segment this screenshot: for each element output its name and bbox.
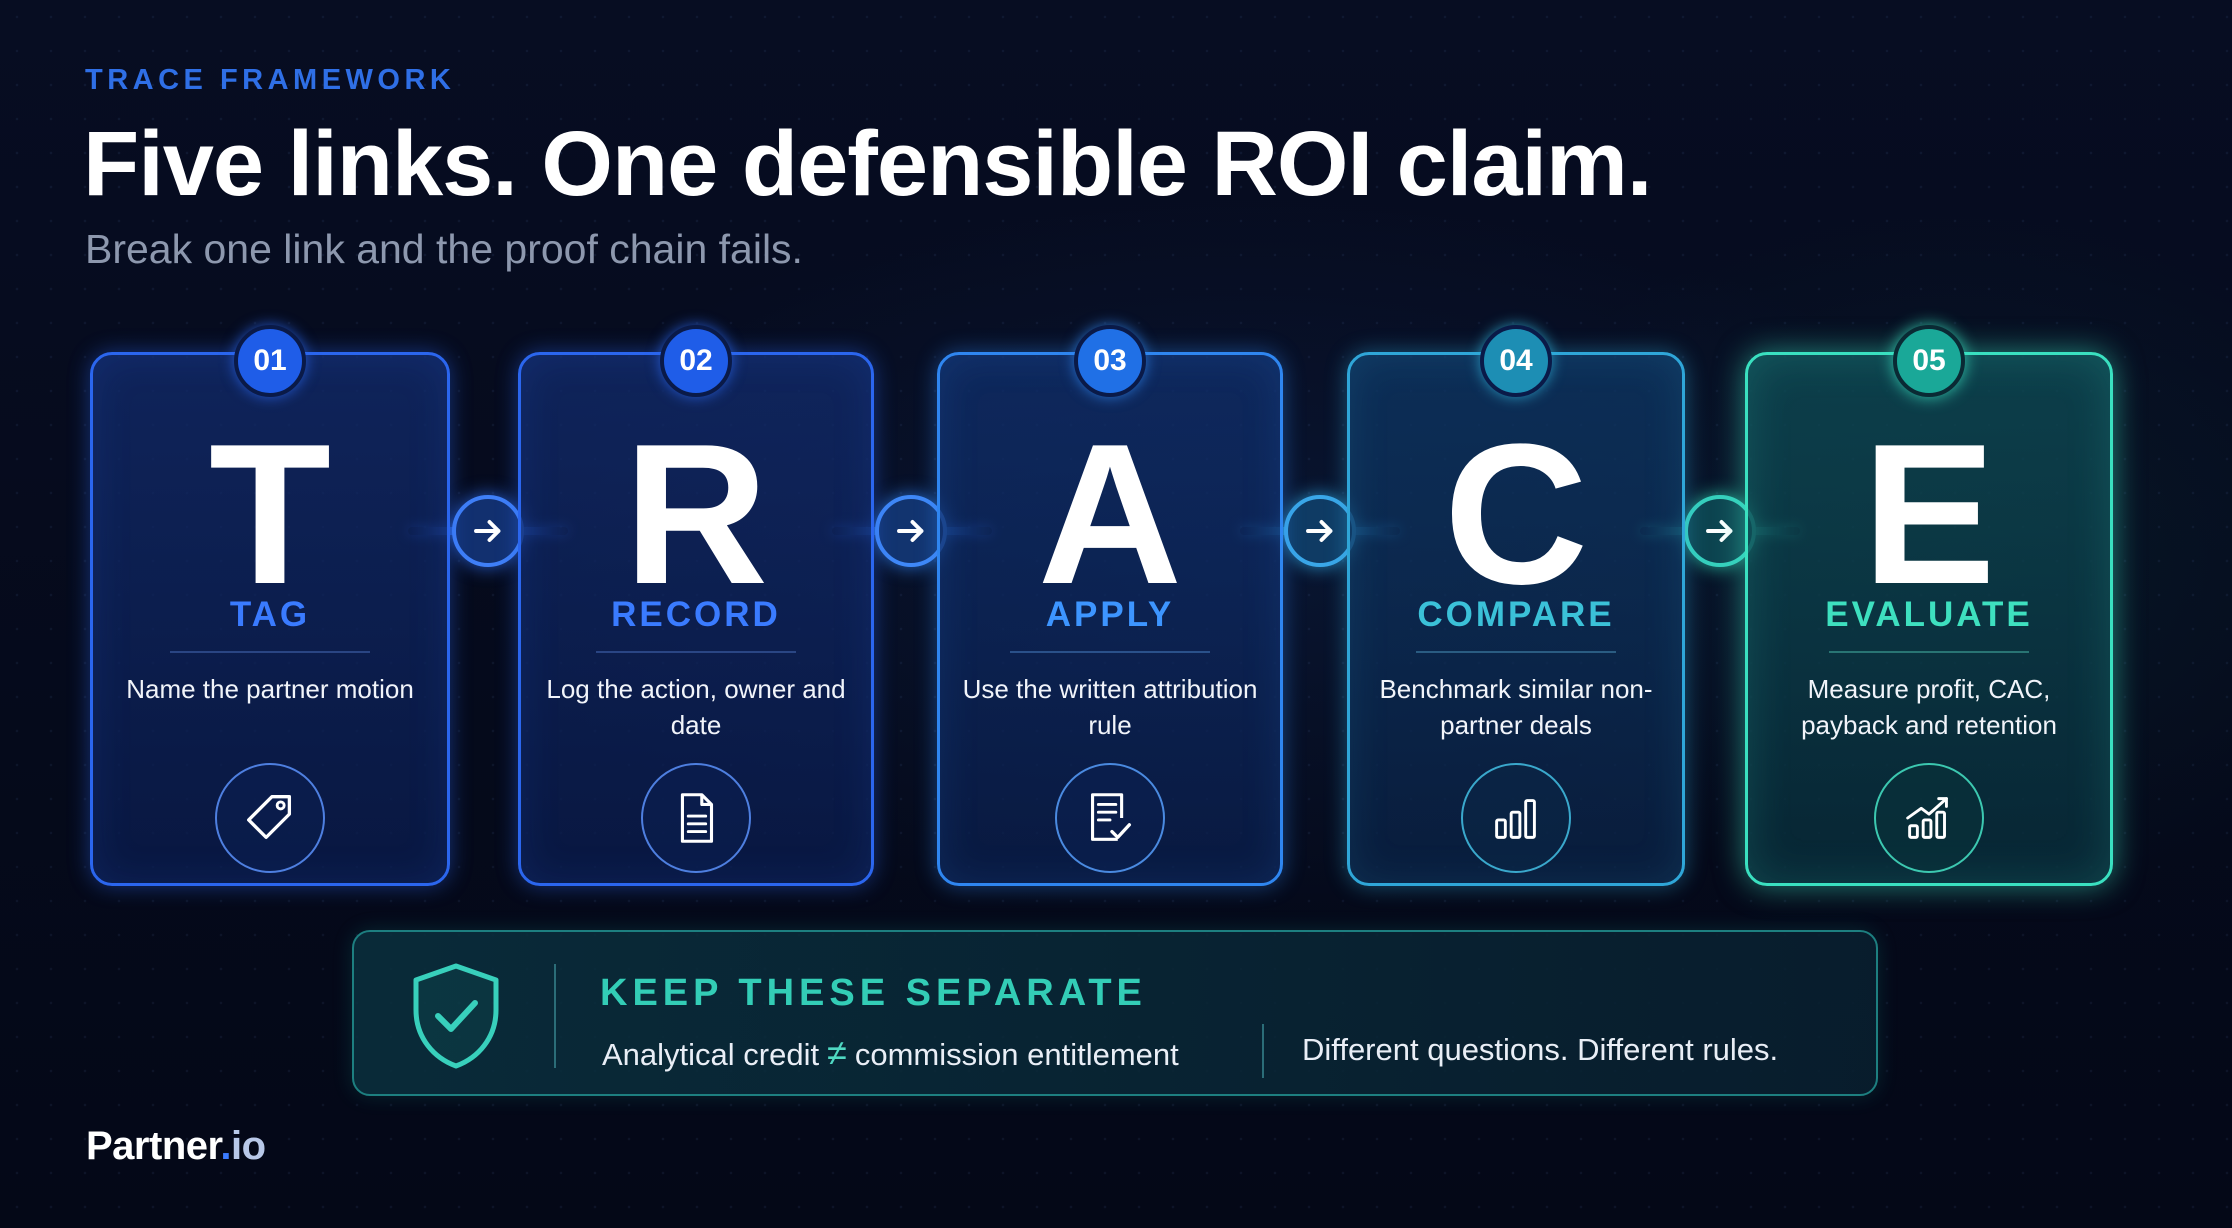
step-card-compare: 04 C COMPARE Benchmark similar non-partn… [1347,325,1685,886]
not-equal-symbol: ≠ [827,1032,847,1073]
divider [596,651,796,653]
step-number-badge: 03 [1074,325,1146,397]
divider [1829,651,2029,653]
bar-chart-icon [1461,763,1571,873]
step-letter: T [208,403,332,626]
step-name: EVALUATE [1825,595,2033,634]
brand-logo: Partner.io [86,1124,266,1169]
step-number-badge: 04 [1480,325,1552,397]
step-description: Use the written attribution rule [962,674,1258,740]
step-description: Benchmark similar non-partner deals [1379,674,1653,740]
step-card-tag: 01 T TAG Name the partner motion [90,325,450,886]
step-letter: R [623,403,769,626]
page-subtitle: Break one link and the proof chain fails… [85,226,803,272]
growth-chart-icon [1874,763,1984,873]
divider [1010,651,1210,653]
callout-comparison: Analytical credit≠commission entitlement [602,1032,1179,1074]
brand-tld: io [230,1124,266,1168]
arrow-icon [1284,495,1356,567]
step-description: Name the partner motion [126,674,414,704]
page-title: Five links. One defensible ROI claim. [83,113,1652,215]
checklist-icon [1055,763,1165,873]
step-name: APPLY [1045,595,1175,634]
step-number-badge: 05 [1893,325,1965,397]
step-number-badge: 02 [660,325,732,397]
eyebrow-label: TRACE FRAMEWORK [85,64,456,96]
callout-term-b: commission entitlement [854,1037,1179,1072]
arrow-icon [452,495,524,567]
step-letter: C [1443,403,1589,626]
callout-note: Different questions. Different rules. [1302,1032,1779,1067]
keep-separate-callout: KEEP THESE SEPARATE Analytical credit≠co… [352,930,1878,1096]
tag-icon [215,763,325,873]
document-icon [641,763,751,873]
step-card-evaluate: 05 E EVALUATE Measure profit, CAC, payba… [1745,325,2113,886]
arrow-icon [1684,495,1756,567]
step-name: RECORD [611,595,781,634]
step-card-record: 02 R RECORD Log the action, owner and da… [518,325,874,886]
callout-title: KEEP THESE SEPARATE [600,972,1147,1014]
shield-check-icon [413,963,499,1069]
callout-divider [554,964,556,1068]
step-description: Log the action, owner and date [546,674,846,740]
brand-name: Partner [86,1124,221,1168]
step-letter: A [1037,403,1183,626]
step-name: COMPARE [1417,595,1615,634]
callout-divider-2 [1262,1024,1264,1078]
divider [170,651,370,653]
step-description: Measure profit, CAC, payback and retenti… [1801,674,2057,740]
step-name: TAG [229,595,311,634]
step-number-badge: 01 [234,325,306,397]
divider [1416,651,1616,653]
callout-term-a: Analytical credit [602,1037,820,1072]
step-letter: E [1862,403,1996,626]
step-card-apply: 03 A APPLY Use the written attribution r… [937,325,1283,886]
brand-dot: . [220,1124,231,1168]
